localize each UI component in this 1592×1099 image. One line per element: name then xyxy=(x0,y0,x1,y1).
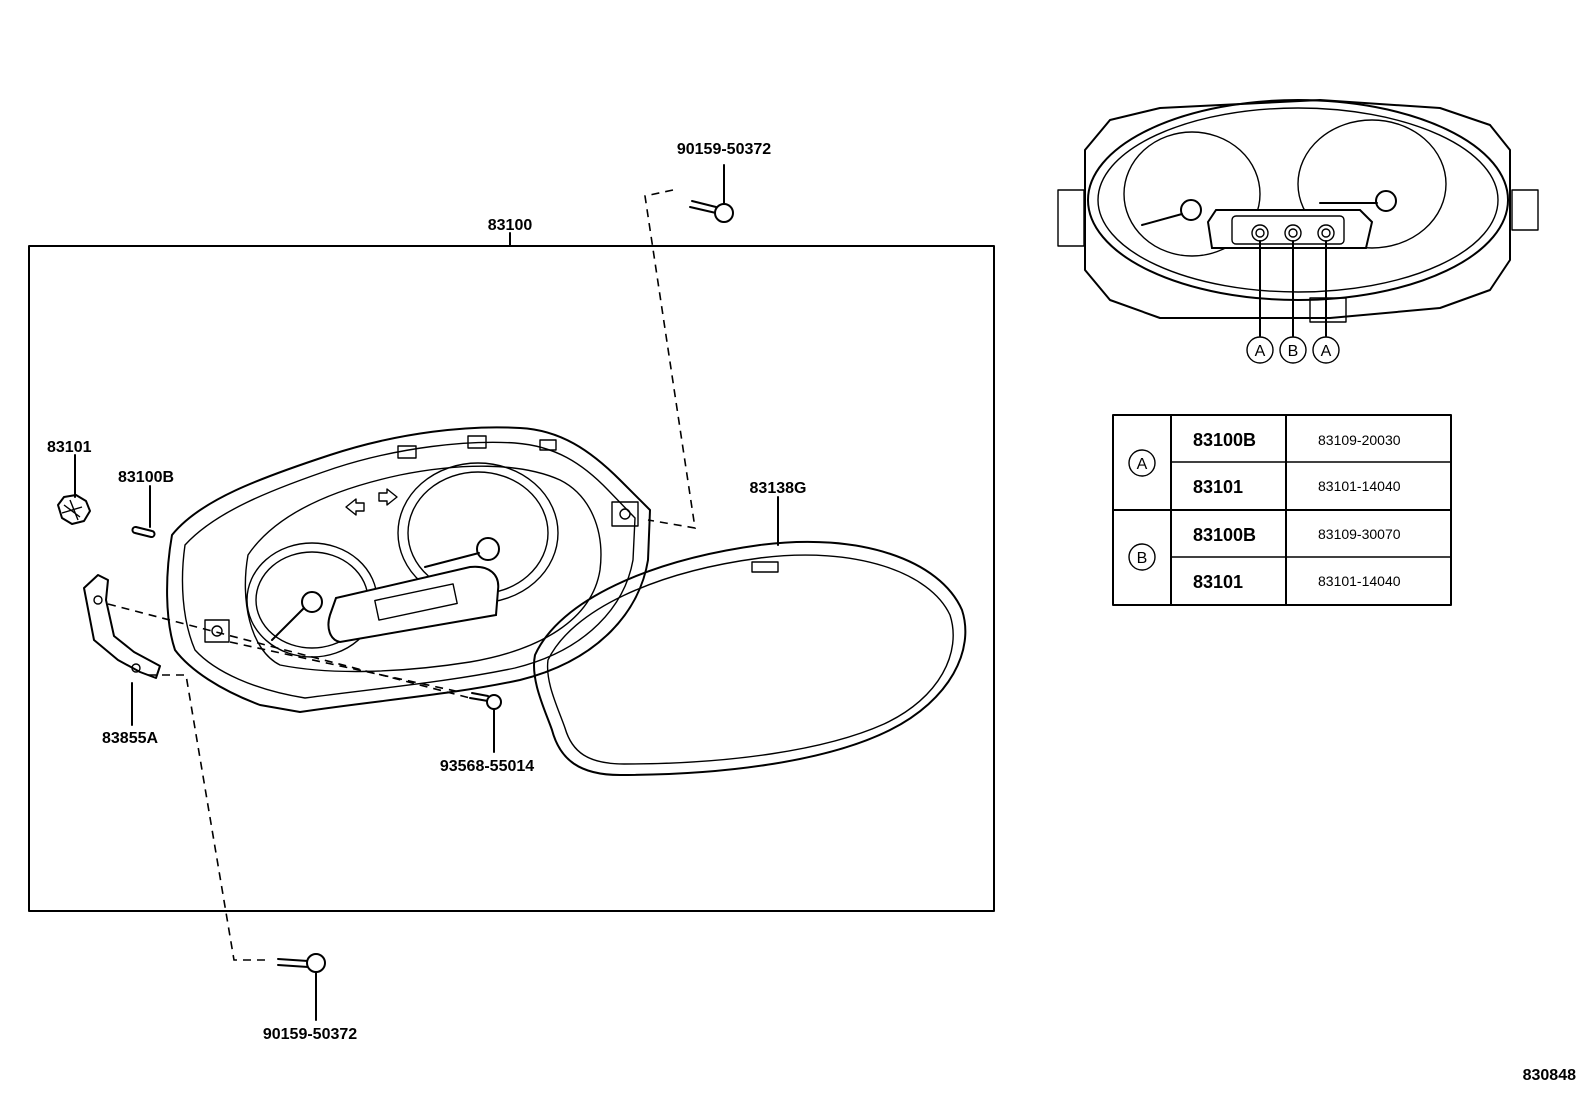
label-bulb-socket: 83100B xyxy=(118,469,174,486)
table-group-b-symbol: B xyxy=(1128,543,1156,571)
table-row-a2-code: 83101 xyxy=(1193,477,1243,497)
bolt-top-part xyxy=(689,164,734,223)
label-bulb: 83101 xyxy=(47,439,92,456)
lens-part xyxy=(533,496,967,776)
assembly-frame xyxy=(28,245,995,912)
svg-text:A: A xyxy=(1321,343,1332,360)
label-bracket: 83855A xyxy=(102,730,158,747)
label-screw: 93568-55014 xyxy=(440,758,534,775)
callout-a-left: A xyxy=(1246,336,1274,364)
label-lens: 83138G xyxy=(750,480,807,497)
label-cluster-assy: 83100 xyxy=(488,217,533,234)
label-bolt-bottom: 90159-50372 xyxy=(263,1026,357,1043)
table-row-b1-part: 83109-30070 xyxy=(1318,526,1401,542)
svg-text:A: A xyxy=(1255,343,1266,360)
svg-text:B: B xyxy=(1137,550,1148,567)
figure-code: 830848 xyxy=(1523,1067,1576,1084)
table-row-b2-code: 83101 xyxy=(1193,572,1243,592)
bulb-socket-part xyxy=(131,485,156,538)
table-row-a2-part: 83101-14040 xyxy=(1318,478,1401,494)
table-row-a1-part: 83109-20030 xyxy=(1318,432,1401,448)
instrument-cluster-drawing xyxy=(166,426,651,713)
bulb-part xyxy=(57,494,91,525)
table-row-a1-code: 83100B xyxy=(1193,430,1256,450)
label-bolt-top: 90159-50372 xyxy=(677,141,771,158)
table-row-b1-code: 83100B xyxy=(1193,525,1256,545)
callout-b-mid: B xyxy=(1279,336,1307,364)
reference-table: A B 83100B 83109-20030 83101 83101-14040… xyxy=(1112,414,1452,606)
svg-text:B: B xyxy=(1288,343,1299,360)
cluster-overview-drawing xyxy=(1057,99,1539,337)
screw-part xyxy=(469,692,502,753)
svg-text:A: A xyxy=(1137,456,1148,473)
table-row-b2-part: 83101-14040 xyxy=(1318,573,1401,589)
table-group-a-symbol: A xyxy=(1128,449,1156,477)
callout-a-right: A xyxy=(1312,336,1340,364)
bolt-bottom-part xyxy=(277,953,326,1021)
bracket-part xyxy=(83,574,161,726)
